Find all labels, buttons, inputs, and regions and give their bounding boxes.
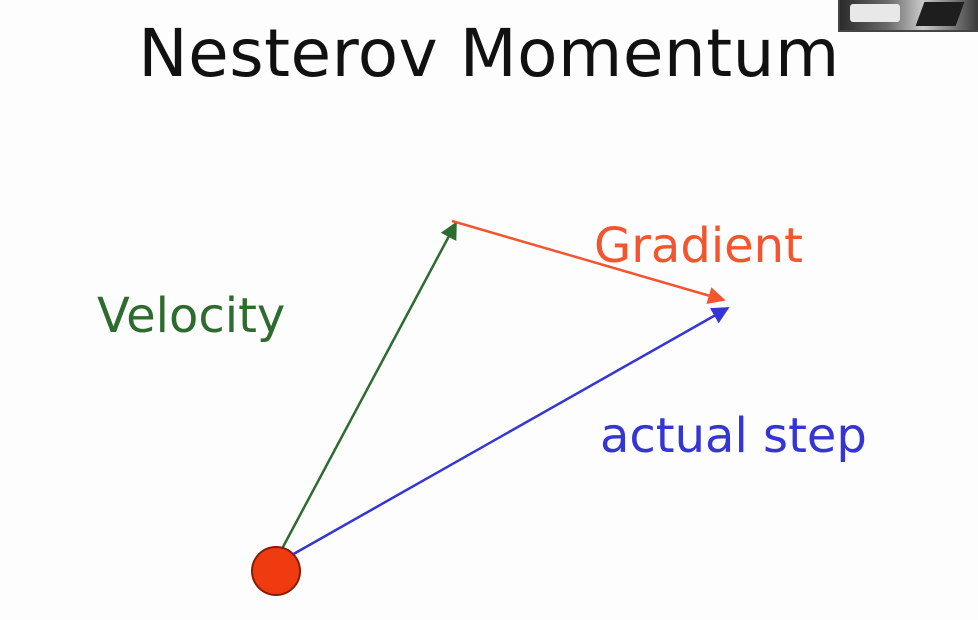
actual-step-arrow bbox=[289, 306, 730, 558]
start-point bbox=[251, 546, 301, 596]
gradient-arrow bbox=[451, 219, 726, 305]
page-title: Nesterov Momentum bbox=[138, 15, 840, 92]
gradient-label: Gradient bbox=[594, 218, 803, 274]
velocity-arrow bbox=[274, 221, 458, 561]
actual-step-label: actual step bbox=[600, 408, 867, 464]
velocity-label: Velocity bbox=[97, 288, 286, 344]
thumbnail-detail bbox=[850, 4, 900, 22]
webcam-thumbnail bbox=[838, 0, 978, 32]
